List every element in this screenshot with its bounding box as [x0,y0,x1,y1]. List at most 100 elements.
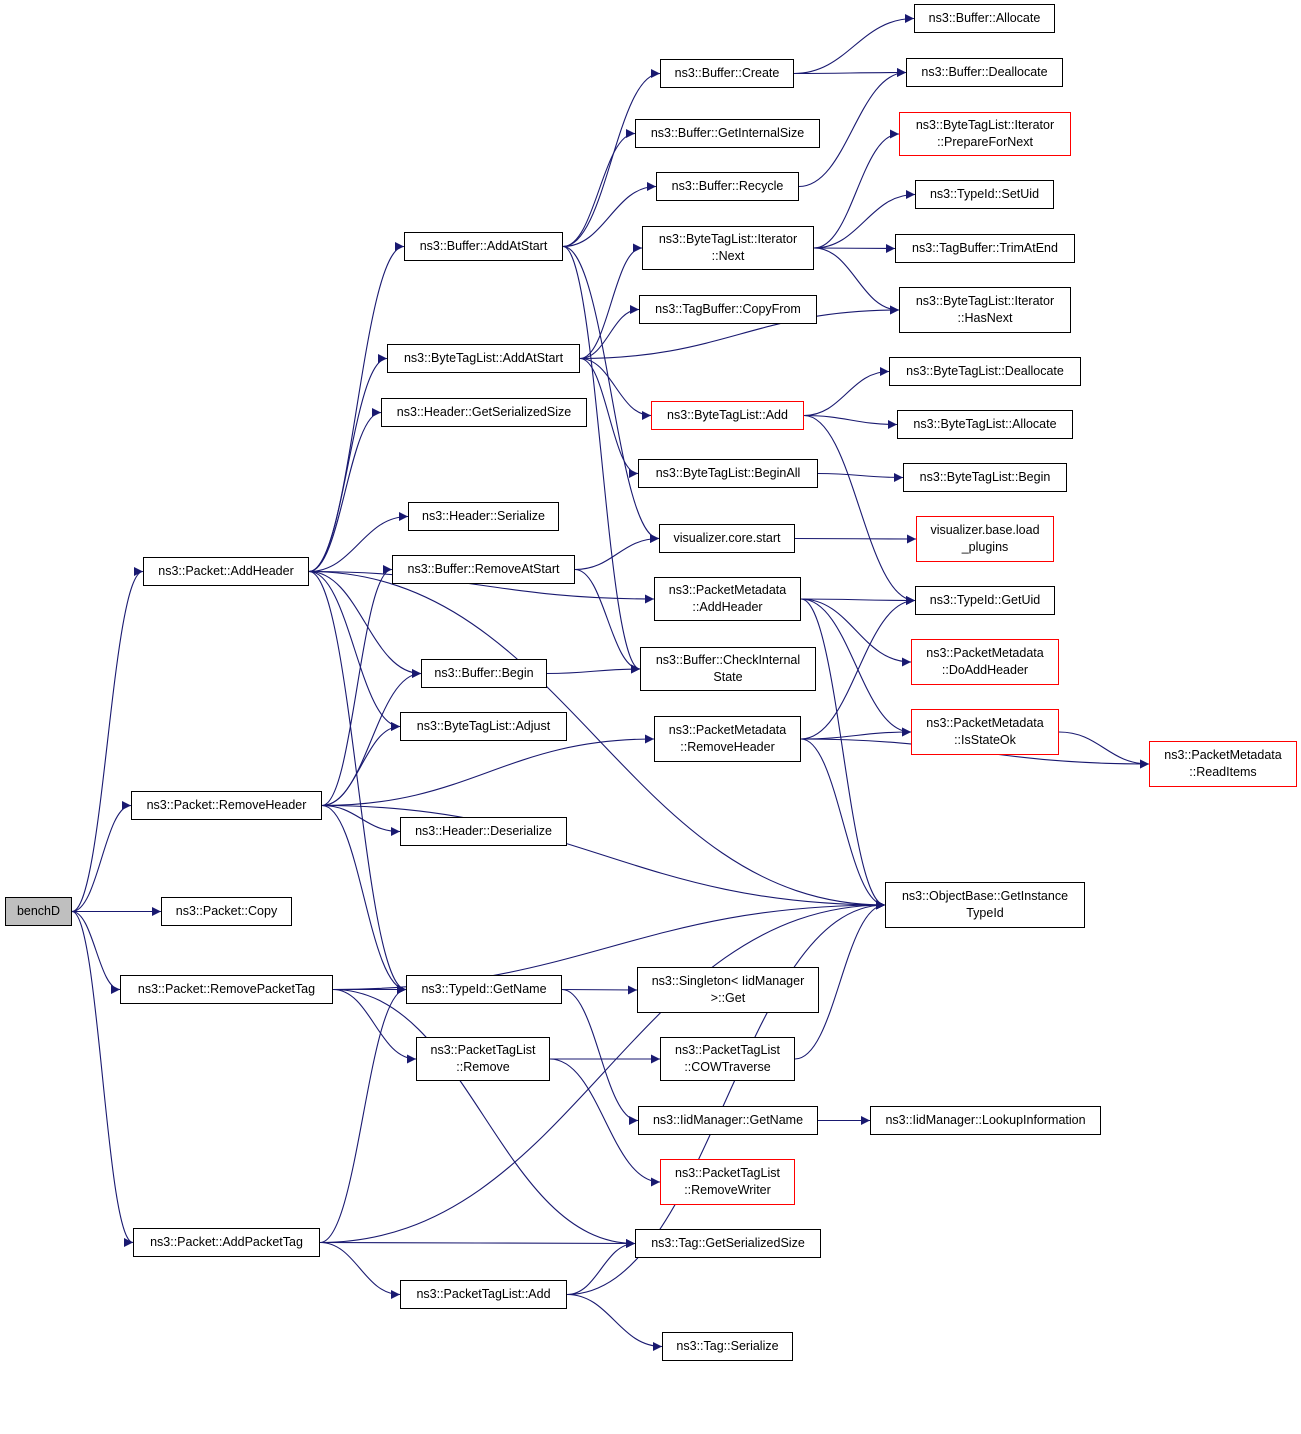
node-bufCreate[interactable]: ns3::Buffer::Create [660,59,794,88]
edge-ptlAdd-to-obGetInstanceTypeId [566,900,886,1296]
node-label-line: visualizer.core.start [673,531,781,545]
node-iidGetName[interactable]: ns3::IidManager::GetName [638,1106,818,1135]
node-btlIterPrepare[interactable]: ns3::ByteTagList::Iterator::PrepareForNe… [899,112,1071,156]
node-bufDeallocate[interactable]: ns3::Buffer::Deallocate [906,58,1063,87]
edge-btlAdd-to-btlAllocate [803,414,898,429]
node-label-line: ::PrepareForNext [937,135,1033,149]
node-copy[interactable]: ns3::Packet::Copy [161,897,292,926]
node-label-line: ns3::ByteTagList::Adjust [416,719,551,733]
edge-btlAddAtStart-to-btlAdd [579,357,652,420]
node-ptlRemoveWriter[interactable]: ns3::PacketTagList::RemoveWriter [660,1159,795,1205]
node-label-line: ns3::PacketTagList [675,1043,780,1057]
node-btlDeallocate[interactable]: ns3::ByteTagList::Deallocate [889,357,1081,386]
node-bufAddAtStart[interactable]: ns3::Buffer::AddAtStart [404,232,563,261]
node-label-line: ::AddHeader [692,600,763,614]
edge-addPacketTag-to-ptlAdd [319,1241,401,1299]
edge-btlIterNext-to-tidSetUid [813,190,916,249]
node-removeHeader[interactable]: ns3::Packet::RemoveHeader [131,791,322,820]
node-label-line: ::Remove [456,1060,510,1074]
node-pmIsStateOk[interactable]: ns3::PacketMetadata::IsStateOk [911,709,1059,755]
node-btlBeginAll[interactable]: ns3::ByteTagList::BeginAll [638,459,818,488]
node-label-line: ns3::ByteTagList::Iterator [658,232,798,246]
edge-addPacketTag-to-obGetInstanceTypeId [319,900,886,1244]
node-bufGetInternalSize[interactable]: ns3::Buffer::GetInternalSize [635,119,820,148]
edge-addHeader-to-btlAdjust [308,570,401,731]
node-benchD[interactable]: benchD [5,897,72,926]
node-tagSerialize[interactable]: ns3::Tag::Serialize [662,1332,793,1361]
node-singletonGet[interactable]: ns3::Singleton< IidManager>::Get [637,967,819,1013]
edge-ptlCOWTraverse-to-obGetInstanceTypeId [794,900,886,1060]
node-label-line: _plugins [961,540,1009,554]
edge-addPacketTag-to-tagGetSerSize [319,1238,636,1248]
node-addHeader[interactable]: ns3::Packet::AddHeader [143,557,309,586]
edge-removePacketTag-to-tagGetSerSize [332,988,636,1248]
node-btlAllocate[interactable]: ns3::ByteTagList::Allocate [897,410,1073,439]
node-tidGetUid[interactable]: ns3::TypeId::GetUid [915,586,1055,615]
node-vizBaseLoad[interactable]: visualizer.base.load _plugins [916,516,1054,562]
node-tidSetUid[interactable]: ns3::TypeId::SetUid [915,180,1054,209]
node-iidLookupInformation[interactable]: ns3::IidManager::LookupInformation [870,1106,1101,1135]
node-ptlAdd[interactable]: ns3::PacketTagList::Add [400,1280,567,1309]
node-label-line: TypeId [966,906,1004,920]
edge-bufAddAtStart-to-bufCheckInternalState [562,245,641,674]
node-bufRecycle[interactable]: ns3::Buffer::Recycle [656,172,799,201]
node-tidGetName[interactable]: ns3::TypeId::GetName [406,975,562,1004]
node-label-line: ns3::ByteTagList::Allocate [913,417,1057,431]
node-pmReadItems[interactable]: ns3::PacketMetadata::ReadItems [1149,741,1297,787]
node-btlAdjust[interactable]: ns3::ByteTagList::Adjust [400,712,567,741]
node-label-line: ns3::Packet::RemovePacketTag [137,982,316,996]
edge-pmAddHeader-to-pmDoAddHeader [800,598,912,667]
node-pmDoAddHeader[interactable]: ns3::PacketMetadata::DoAddHeader [911,639,1059,685]
node-ptlCOWTraverse[interactable]: ns3::PacketTagList::COWTraverse [660,1037,795,1081]
edge-btlAdd-to-tidGetUid [803,414,916,605]
node-btlAddAtStart[interactable]: ns3::ByteTagList::AddAtStart [387,344,580,373]
node-label-line: ns3::TypeId::GetUid [929,593,1041,607]
node-label-line: ns3::Buffer::AddAtStart [419,239,548,253]
node-label-line: ns3::Header::Deserialize [415,824,552,838]
node-addPacketTag[interactable]: ns3::Packet::AddPacketTag [133,1228,320,1257]
node-vizCoreStart[interactable]: visualizer.core.start [659,524,795,553]
node-label-line: ns3::TagBuffer::CopyFrom [655,302,801,316]
node-label-line: ns3::ByteTagList::Deallocate [906,364,1064,378]
node-pmRemoveHeader[interactable]: ns3::PacketMetadata::RemoveHeader [654,716,801,762]
node-bufAllocate[interactable]: ns3::Buffer::Allocate [914,4,1055,33]
edge-ptlAdd-to-tagGetSerSize [566,1239,636,1296]
node-bufBegin[interactable]: ns3::Buffer::Begin [421,659,547,688]
node-btlBegin[interactable]: ns3::ByteTagList::Begin [903,463,1067,492]
edge-addHeader-to-tidGetName [308,570,407,994]
node-tbTrimAtEnd[interactable]: ns3::TagBuffer::TrimAtEnd [895,234,1075,263]
node-label-line: ::RemoveWriter [684,1183,771,1197]
edge-addHeader-to-obGetInstanceTypeId [308,570,886,910]
node-btlAdd[interactable]: ns3::ByteTagList::Add [651,401,804,430]
edge-bufAddAtStart-to-bufGetInternalSize [562,129,636,248]
node-tbCopyFrom[interactable]: ns3::TagBuffer::CopyFrom [639,295,817,324]
node-label-line: ns3::TypeId::SetUid [929,187,1040,201]
node-pmAddHeader[interactable]: ns3::PacketMetadata::AddHeader [654,577,801,621]
edge-btlAdd-to-btlDeallocate [803,367,890,417]
node-label-line: ns3::Buffer::Allocate [928,11,1041,25]
node-removePacketTag[interactable]: ns3::Packet::RemovePacketTag [120,975,333,1004]
node-hdrGetSerSize[interactable]: ns3::Header::GetSerializedSize [381,398,587,427]
node-hdrDeserialize[interactable]: ns3::Header::Deserialize [400,817,567,846]
edge-btlAddAtStart-to-btlBeginAll [579,357,639,478]
node-ptlRemove[interactable]: ns3::PacketTagList::Remove [416,1037,550,1081]
node-hdrSerialize[interactable]: ns3::Header::Serialize [408,502,559,531]
node-label-line: ns3::PacketTagList [675,1166,780,1180]
node-btlIterHasNext[interactable]: ns3::ByteTagList::Iterator::HasNext [899,287,1071,333]
edge-btlIterNext-to-tbTrimAtEnd [813,243,896,253]
node-label-line: ::Next [711,249,745,263]
node-label-line: ns3::ObjectBase::GetInstance [901,889,1069,903]
node-tagGetSerSize[interactable]: ns3::Tag::GetSerializedSize [635,1229,821,1258]
node-btlIterNext[interactable]: ns3::ByteTagList::Iterator::Next [642,226,814,270]
node-bufRemoveAtStart[interactable]: ns3::Buffer::RemoveAtStart [392,555,575,584]
node-label-line: ns3::Buffer::RemoveAtStart [407,562,560,576]
edge-tidGetName-to-iidGetName [561,988,639,1125]
edge-addHeader-to-btlAddAtStart [308,354,388,573]
edge-btlIterNext-to-btlIterPrepare [813,129,900,249]
edge-bufCreate-to-bufAllocate [793,14,915,75]
edge-btlBeginAll-to-btlBegin [817,472,904,482]
node-label-line: visualizer.base.load [930,523,1040,537]
